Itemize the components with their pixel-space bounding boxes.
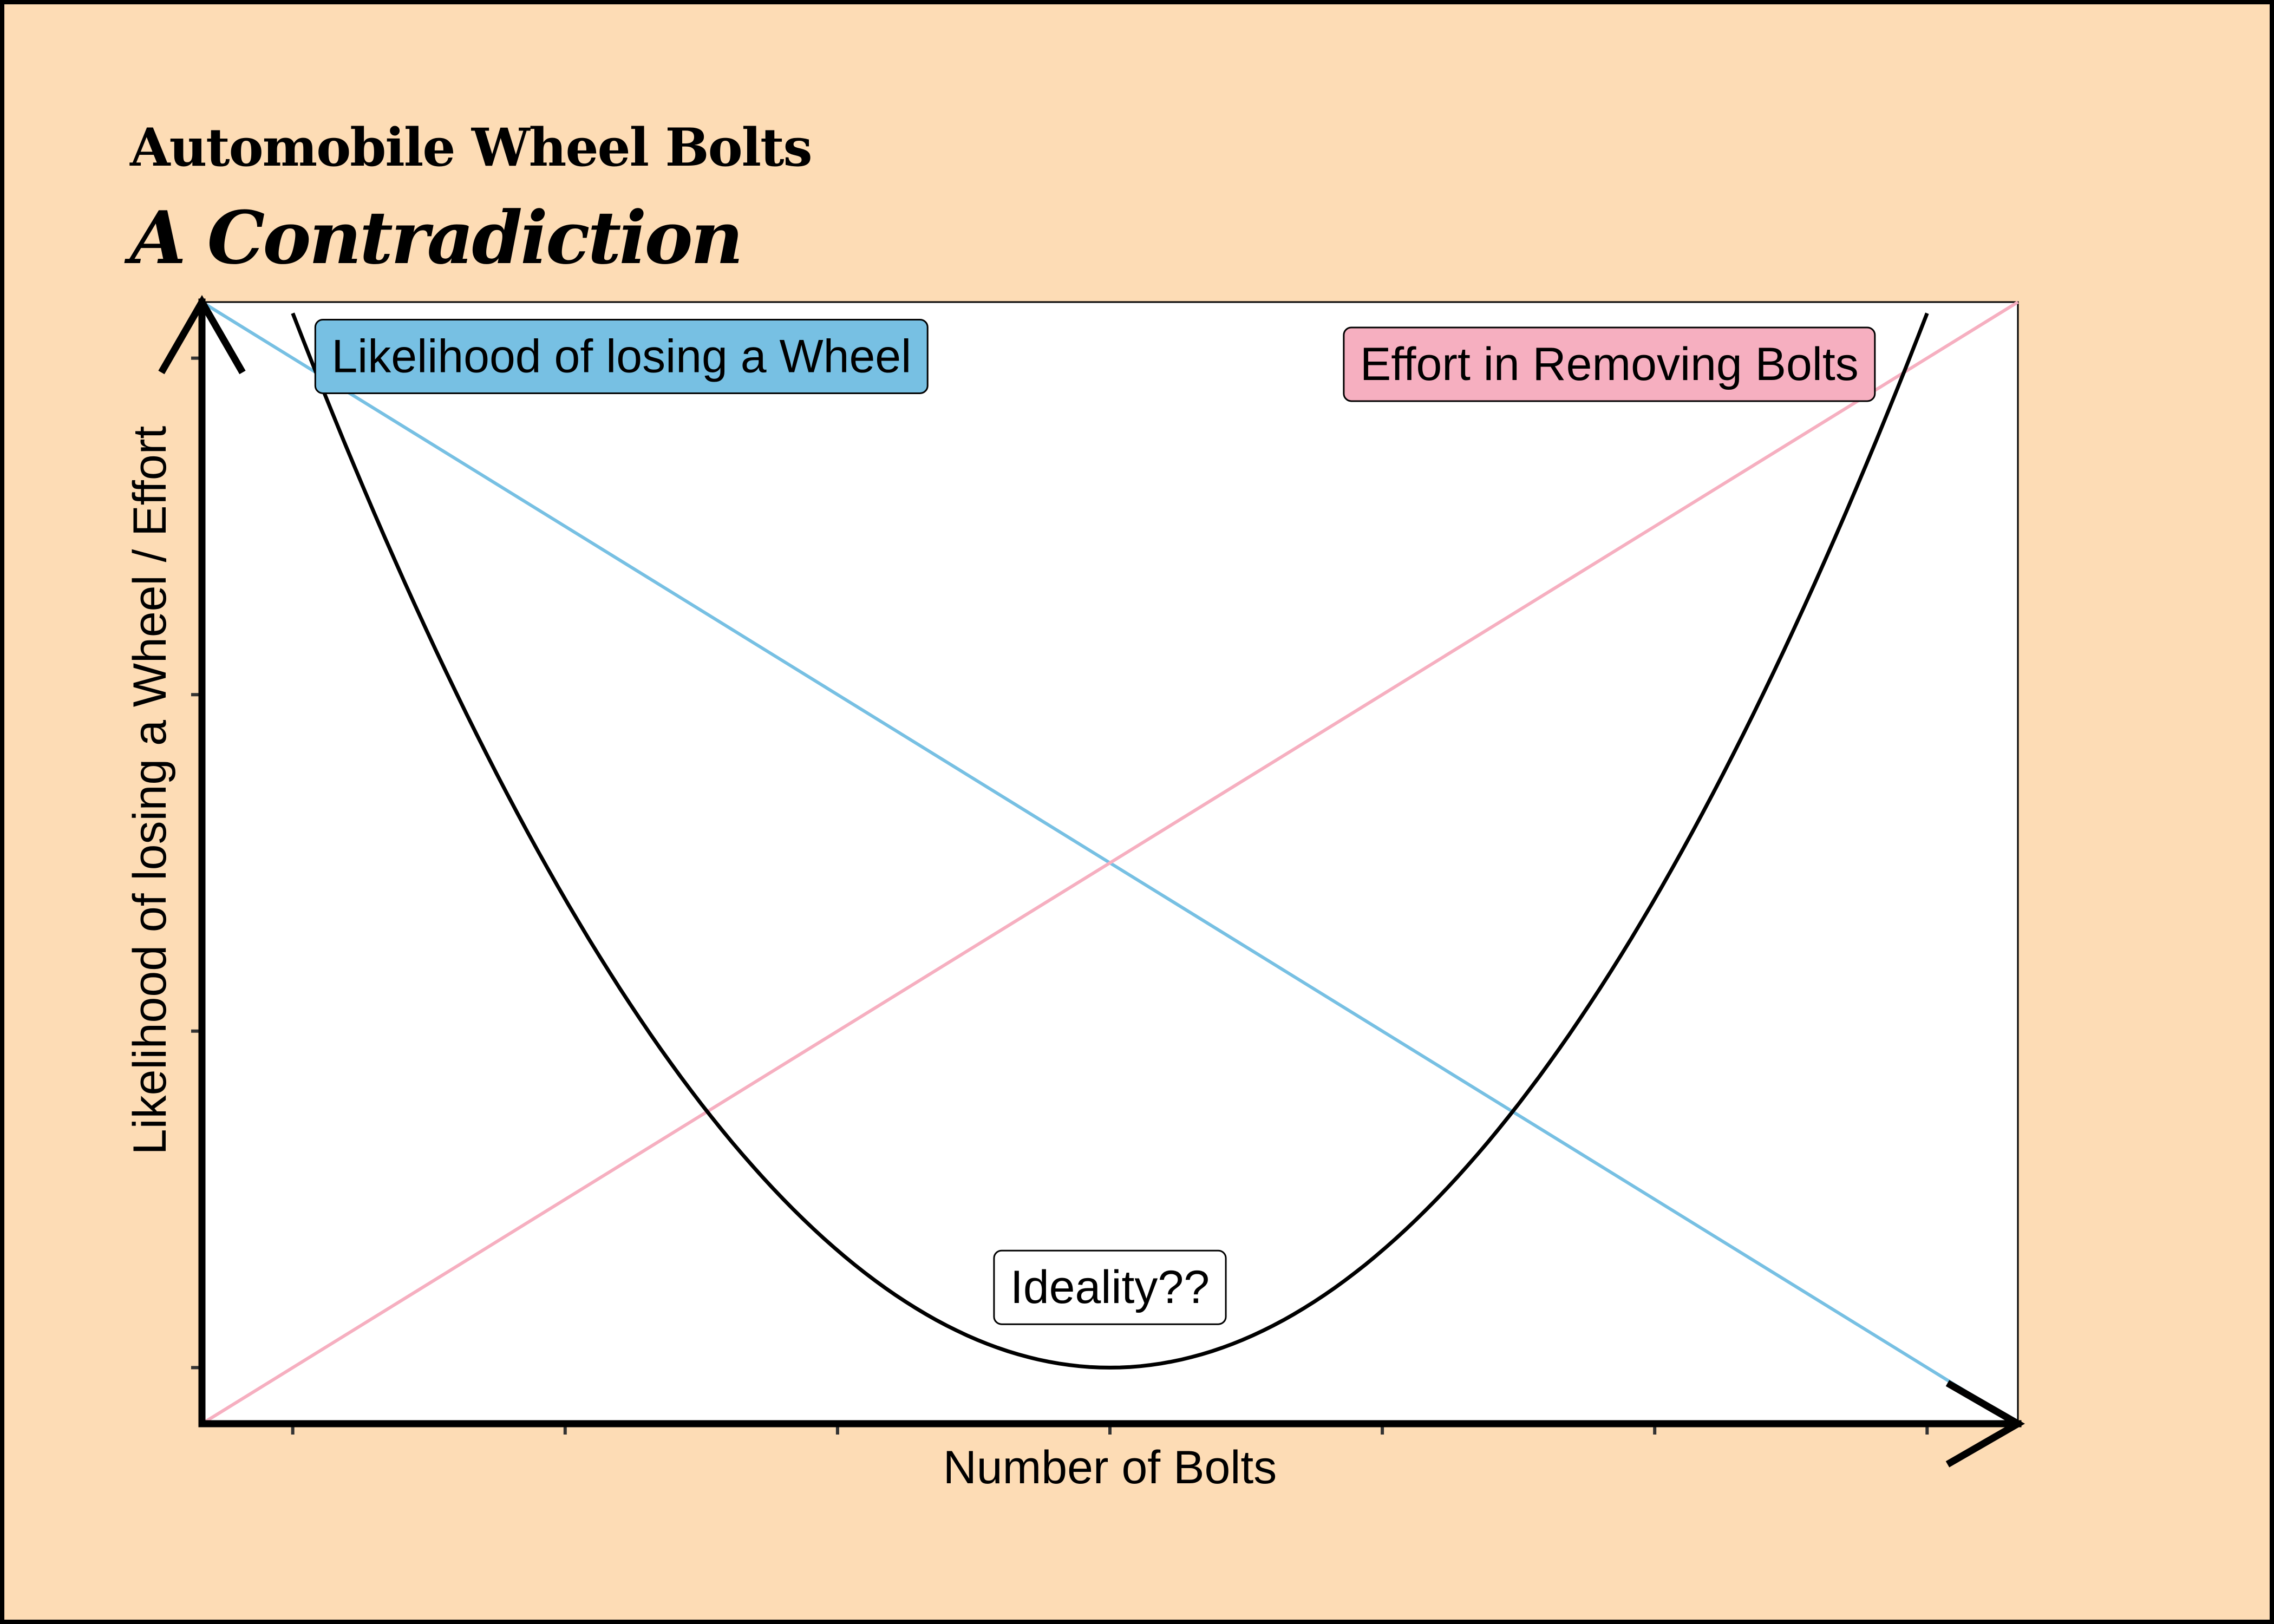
ideality-label-text: Ideality?? — [1010, 1261, 1210, 1313]
ideality-label: Ideality?? — [993, 1249, 1227, 1325]
y-axis-arrowhead — [158, 294, 246, 375]
effort-label-text: Effort in Removing Bolts — [1360, 338, 1859, 390]
ideality-label-box — [993, 1249, 1227, 1325]
axes — [158, 294, 2025, 1468]
chart-subtitle: A Contradiction — [130, 195, 743, 280]
series-line-ideality — [291, 312, 1929, 1370]
likelihood-label-text: Likelihood of losing a Wheel — [331, 330, 911, 382]
likelihood-label: Likelihood of losing a Wheel — [314, 318, 929, 394]
x-axis-title: Number of Bolts — [943, 1442, 1277, 1494]
effort-label-box — [1343, 326, 1876, 402]
chart-title: Automobile Wheel Bolts — [130, 117, 813, 178]
x-axis-arrowhead — [1945, 1380, 2025, 1468]
series-layer — [201, 300, 2019, 1425]
effort-label: Effort in Removing Bolts — [1343, 326, 1876, 402]
y-axis-title: Likelihood of losing a Wheel / Effort — [124, 426, 176, 1155]
likelihood-label-box — [314, 318, 929, 394]
series-line-effort — [201, 300, 2019, 1425]
annotations: Likelihood of losing a Wheel Effort in Re… — [314, 318, 1876, 1325]
